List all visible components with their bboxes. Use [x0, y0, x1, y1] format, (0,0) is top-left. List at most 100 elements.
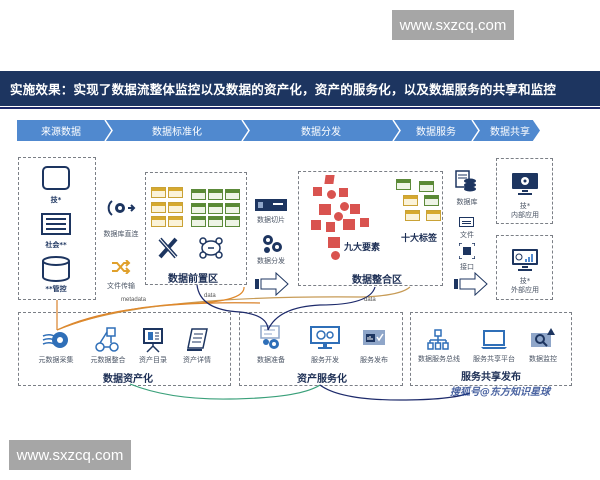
element-shape — [313, 187, 322, 196]
element-shape — [339, 188, 348, 197]
green-table-icon — [225, 203, 240, 214]
element-shape — [326, 222, 335, 232]
green-table-icon — [396, 179, 411, 190]
shuffle-icon — [112, 260, 131, 274]
database-cylinder-icon — [42, 256, 70, 282]
element-shape — [319, 204, 331, 215]
watermark-bottom: www.sxzcq.com — [9, 440, 131, 470]
flow-stage-distribute: 数据分发 — [301, 127, 341, 138]
metadata-merge-icon — [95, 327, 119, 352]
connector-label-metadata: metadata — [121, 297, 147, 303]
asset-item-label: 资产详情 — [183, 356, 211, 364]
external-app-line1: 技* — [519, 277, 531, 285]
banner-divider — [0, 107, 600, 109]
data-front-zone-title: 数据前置区 — [168, 274, 218, 285]
laptop-icon — [481, 330, 507, 349]
asset-service-zone-title: 资产服务化 — [297, 374, 347, 385]
logo-watermark: 搜狐号@东方知识星球 — [450, 387, 550, 398]
yellow-table-icon — [168, 216, 183, 227]
asset-catalog-board-icon — [143, 328, 163, 353]
gear-sync-icon — [107, 200, 136, 216]
yellow-table-icon — [405, 210, 420, 221]
service-item-label: 服务发布 — [360, 356, 388, 364]
data-front-zone-box — [145, 172, 247, 285]
yellow-table-icon — [151, 202, 166, 213]
flow-arrow-right-icon — [454, 272, 488, 296]
element-shape — [327, 190, 336, 199]
element-shape — [334, 212, 343, 221]
process-flow-bar: 来源数据 数据标准化 数据分发 数据服务 — [17, 120, 497, 141]
element-shape — [360, 218, 369, 227]
database-stack-icon — [455, 170, 476, 192]
internal-app-box — [496, 158, 553, 224]
file-card-icon — [459, 217, 474, 227]
flow-stage-share-chevron: 数据共享 — [480, 120, 540, 141]
share-item-label: 数据服务总线 — [418, 355, 460, 363]
db-direct-label: 数据库直连 — [103, 230, 139, 238]
gears-icon — [263, 235, 282, 253]
green-table-icon — [191, 216, 206, 227]
internal-app-line2: 内部应用 — [511, 211, 539, 219]
service-share-zone-box — [410, 312, 572, 386]
output-file-label: 文件 — [460, 231, 474, 239]
yellow-table-icon — [151, 187, 166, 198]
asset-item-label: 元数据采集 — [38, 356, 74, 364]
flow-arrow-right-icon — [255, 272, 289, 296]
source-label-control: **管控 — [45, 285, 67, 293]
external-app-line2: 外部应用 — [511, 286, 539, 294]
flow-stage-source: 来源数据 — [41, 127, 81, 138]
output-database-label: 数据库 — [456, 198, 478, 206]
green-table-icon — [225, 189, 240, 200]
service-item-label: 服务开发 — [311, 356, 339, 364]
green-table-icon — [208, 216, 223, 227]
file-transfer-label: 文件传输 — [107, 282, 135, 290]
rounded-square-icon — [42, 166, 70, 190]
page-title-banner: 实施效果：实现了数据流整体监控以及数据的资产化，资产的服务化，以及数据服务的共享… — [0, 71, 600, 106]
data-integration-zone-box — [298, 171, 443, 286]
yellow-table-icon — [151, 216, 166, 227]
data-asset-zone-title: 数据资产化 — [103, 374, 153, 385]
green-table-icon — [191, 203, 206, 214]
output-interface-label: 接口 — [460, 263, 474, 271]
share-item-label: 服务共享平台 — [473, 355, 515, 363]
element-shape — [311, 220, 321, 230]
green-table-icon — [424, 195, 439, 206]
asset-detail-doc-icon — [187, 328, 208, 351]
ten-tags-label: 十大标签 — [401, 234, 438, 244]
yellow-table-icon — [426, 210, 441, 221]
data-integration-zone-title: 数据整合区 — [352, 275, 402, 286]
element-shape — [324, 175, 335, 184]
data-prep-icon — [260, 325, 280, 349]
yellow-table-icon — [168, 202, 183, 213]
element-shape — [350, 204, 360, 214]
source-label-tech: 技* — [50, 196, 62, 204]
external-app-box — [496, 235, 553, 300]
share-item-label: 数据监控 — [529, 355, 557, 363]
connector-label-data: data — [204, 293, 216, 299]
monitor-gear-icon — [512, 173, 538, 195]
monitor-chart-icon — [512, 249, 538, 271]
element-shape — [328, 237, 340, 248]
data-dispatch-label: 数据分发 — [257, 257, 285, 265]
asset-item-label: 资产目录 — [139, 356, 167, 364]
element-shape — [331, 251, 340, 260]
service-share-zone-title: 服务共享发布 — [461, 372, 521, 383]
flow-stage-service: 数据服务 — [416, 127, 456, 138]
data-slice-icon — [255, 199, 287, 211]
network-nodes-icon — [199, 237, 223, 259]
watermark-top: www.sxzcq.com — [392, 10, 514, 40]
nine-elements-label: 九大要素 — [344, 243, 381, 253]
element-shape — [340, 202, 349, 211]
data-monitor-search-icon — [531, 328, 555, 347]
metadata-collect-icon — [42, 332, 68, 348]
yellow-table-icon — [168, 187, 183, 198]
document-list-icon — [41, 213, 71, 235]
design-tools-icon — [158, 237, 178, 259]
service-bus-tree-icon — [427, 329, 449, 350]
internal-app-line1: 技* — [519, 202, 531, 210]
yellow-table-icon — [403, 195, 418, 206]
green-table-icon — [208, 189, 223, 200]
data-slice-label: 数据切片 — [257, 216, 285, 224]
connector-label-data: data — [364, 297, 376, 303]
element-shape — [343, 219, 355, 230]
